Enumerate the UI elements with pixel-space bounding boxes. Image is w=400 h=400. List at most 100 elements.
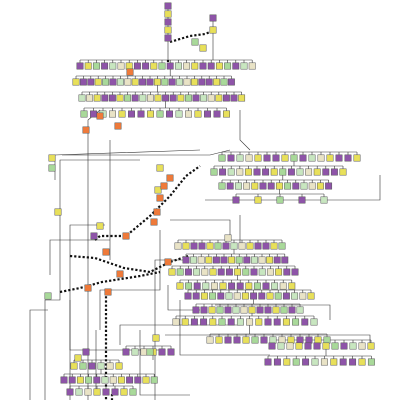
critical-path-node bbox=[150, 218, 158, 226]
graph-node bbox=[271, 282, 279, 290]
critical-path-node bbox=[164, 258, 172, 266]
graph-node bbox=[234, 182, 242, 190]
graph-node bbox=[268, 342, 276, 350]
graph-node bbox=[344, 154, 352, 162]
graph-node bbox=[192, 94, 200, 102]
graph-node bbox=[92, 62, 100, 70]
graph-node bbox=[266, 268, 274, 276]
graph-node bbox=[276, 196, 284, 204]
graph-node bbox=[250, 268, 258, 276]
graph-node bbox=[191, 62, 199, 70]
graph-node bbox=[331, 342, 339, 350]
graph-node bbox=[269, 336, 277, 344]
graph-node bbox=[236, 282, 244, 290]
graph-node bbox=[232, 306, 240, 314]
graph-node bbox=[174, 242, 182, 250]
graph-node bbox=[166, 62, 174, 70]
graph-node bbox=[200, 306, 208, 314]
graph-node bbox=[281, 154, 289, 162]
graph-node bbox=[264, 358, 272, 366]
graph-node bbox=[197, 256, 205, 264]
graph-node bbox=[102, 388, 110, 396]
graph-node bbox=[215, 94, 223, 102]
graph-node bbox=[216, 306, 224, 314]
graph-node bbox=[259, 182, 267, 190]
graph-node bbox=[275, 182, 283, 190]
graph-node bbox=[267, 182, 275, 190]
graph-node bbox=[111, 388, 119, 396]
graph-node bbox=[202, 282, 210, 290]
graph-node bbox=[182, 256, 190, 264]
graph-node bbox=[330, 168, 338, 176]
graph-node bbox=[150, 376, 158, 384]
graph-node bbox=[274, 292, 282, 300]
graph-node bbox=[243, 256, 251, 264]
graph-node bbox=[109, 110, 116, 118]
graph-node bbox=[313, 168, 321, 176]
spine-node bbox=[209, 26, 217, 34]
graph-node bbox=[116, 94, 124, 102]
spine-node bbox=[164, 10, 172, 18]
graph-node bbox=[322, 168, 330, 176]
graph-node bbox=[235, 256, 243, 264]
graph-node bbox=[266, 292, 274, 300]
graph-node bbox=[106, 362, 114, 370]
graph-node bbox=[282, 318, 290, 326]
graph-node bbox=[193, 268, 201, 276]
graph-node bbox=[305, 336, 313, 344]
graph-node bbox=[277, 342, 285, 350]
highlight-path-layer bbox=[59, 28, 216, 400]
graph-node bbox=[147, 110, 154, 118]
edge bbox=[205, 175, 381, 201]
graph-node bbox=[131, 94, 139, 102]
graph-node bbox=[286, 342, 294, 350]
graph-node bbox=[316, 182, 324, 190]
graph-node bbox=[184, 94, 192, 102]
graph-node bbox=[206, 336, 214, 344]
graph-node bbox=[183, 78, 191, 86]
graph-node bbox=[94, 78, 102, 86]
graph-node bbox=[213, 110, 221, 118]
graph-node bbox=[262, 168, 270, 176]
critical-path-node bbox=[84, 284, 92, 292]
graph-node bbox=[358, 342, 366, 350]
graph-node bbox=[75, 388, 83, 396]
graph-node bbox=[133, 62, 141, 70]
graph-node bbox=[248, 306, 256, 314]
graph-node bbox=[198, 78, 206, 86]
graph-node bbox=[279, 168, 287, 176]
graph-node bbox=[317, 154, 325, 162]
graph-node bbox=[238, 94, 246, 102]
graph-node bbox=[301, 318, 309, 326]
graph-node bbox=[307, 292, 315, 300]
graph-node bbox=[270, 242, 278, 250]
graph-node bbox=[227, 154, 235, 162]
graph-node bbox=[295, 342, 303, 350]
graph-node bbox=[251, 336, 259, 344]
graph-node bbox=[234, 268, 242, 276]
graph-node bbox=[140, 348, 148, 356]
graph-node bbox=[220, 256, 228, 264]
graph-node bbox=[146, 78, 154, 86]
graph-node bbox=[227, 168, 235, 176]
graph-node bbox=[287, 168, 295, 176]
graph-node bbox=[220, 78, 228, 86]
graph-node bbox=[254, 154, 262, 162]
edge bbox=[179, 300, 270, 356]
graph-node bbox=[90, 232, 98, 240]
graph-node bbox=[74, 354, 82, 362]
edge-layer bbox=[29, 6, 381, 400]
graph-node bbox=[86, 94, 94, 102]
graph-node bbox=[253, 168, 261, 176]
critical-path-node bbox=[160, 182, 168, 190]
edge bbox=[44, 159, 140, 400]
graph-node bbox=[325, 182, 333, 190]
graph-node bbox=[215, 62, 223, 70]
graph-node bbox=[87, 78, 95, 86]
graph-node bbox=[84, 388, 92, 396]
graph-node bbox=[68, 376, 76, 384]
graph-node bbox=[256, 306, 264, 314]
graph-node bbox=[116, 78, 124, 86]
graph-node bbox=[283, 268, 291, 276]
graph-node bbox=[300, 182, 308, 190]
